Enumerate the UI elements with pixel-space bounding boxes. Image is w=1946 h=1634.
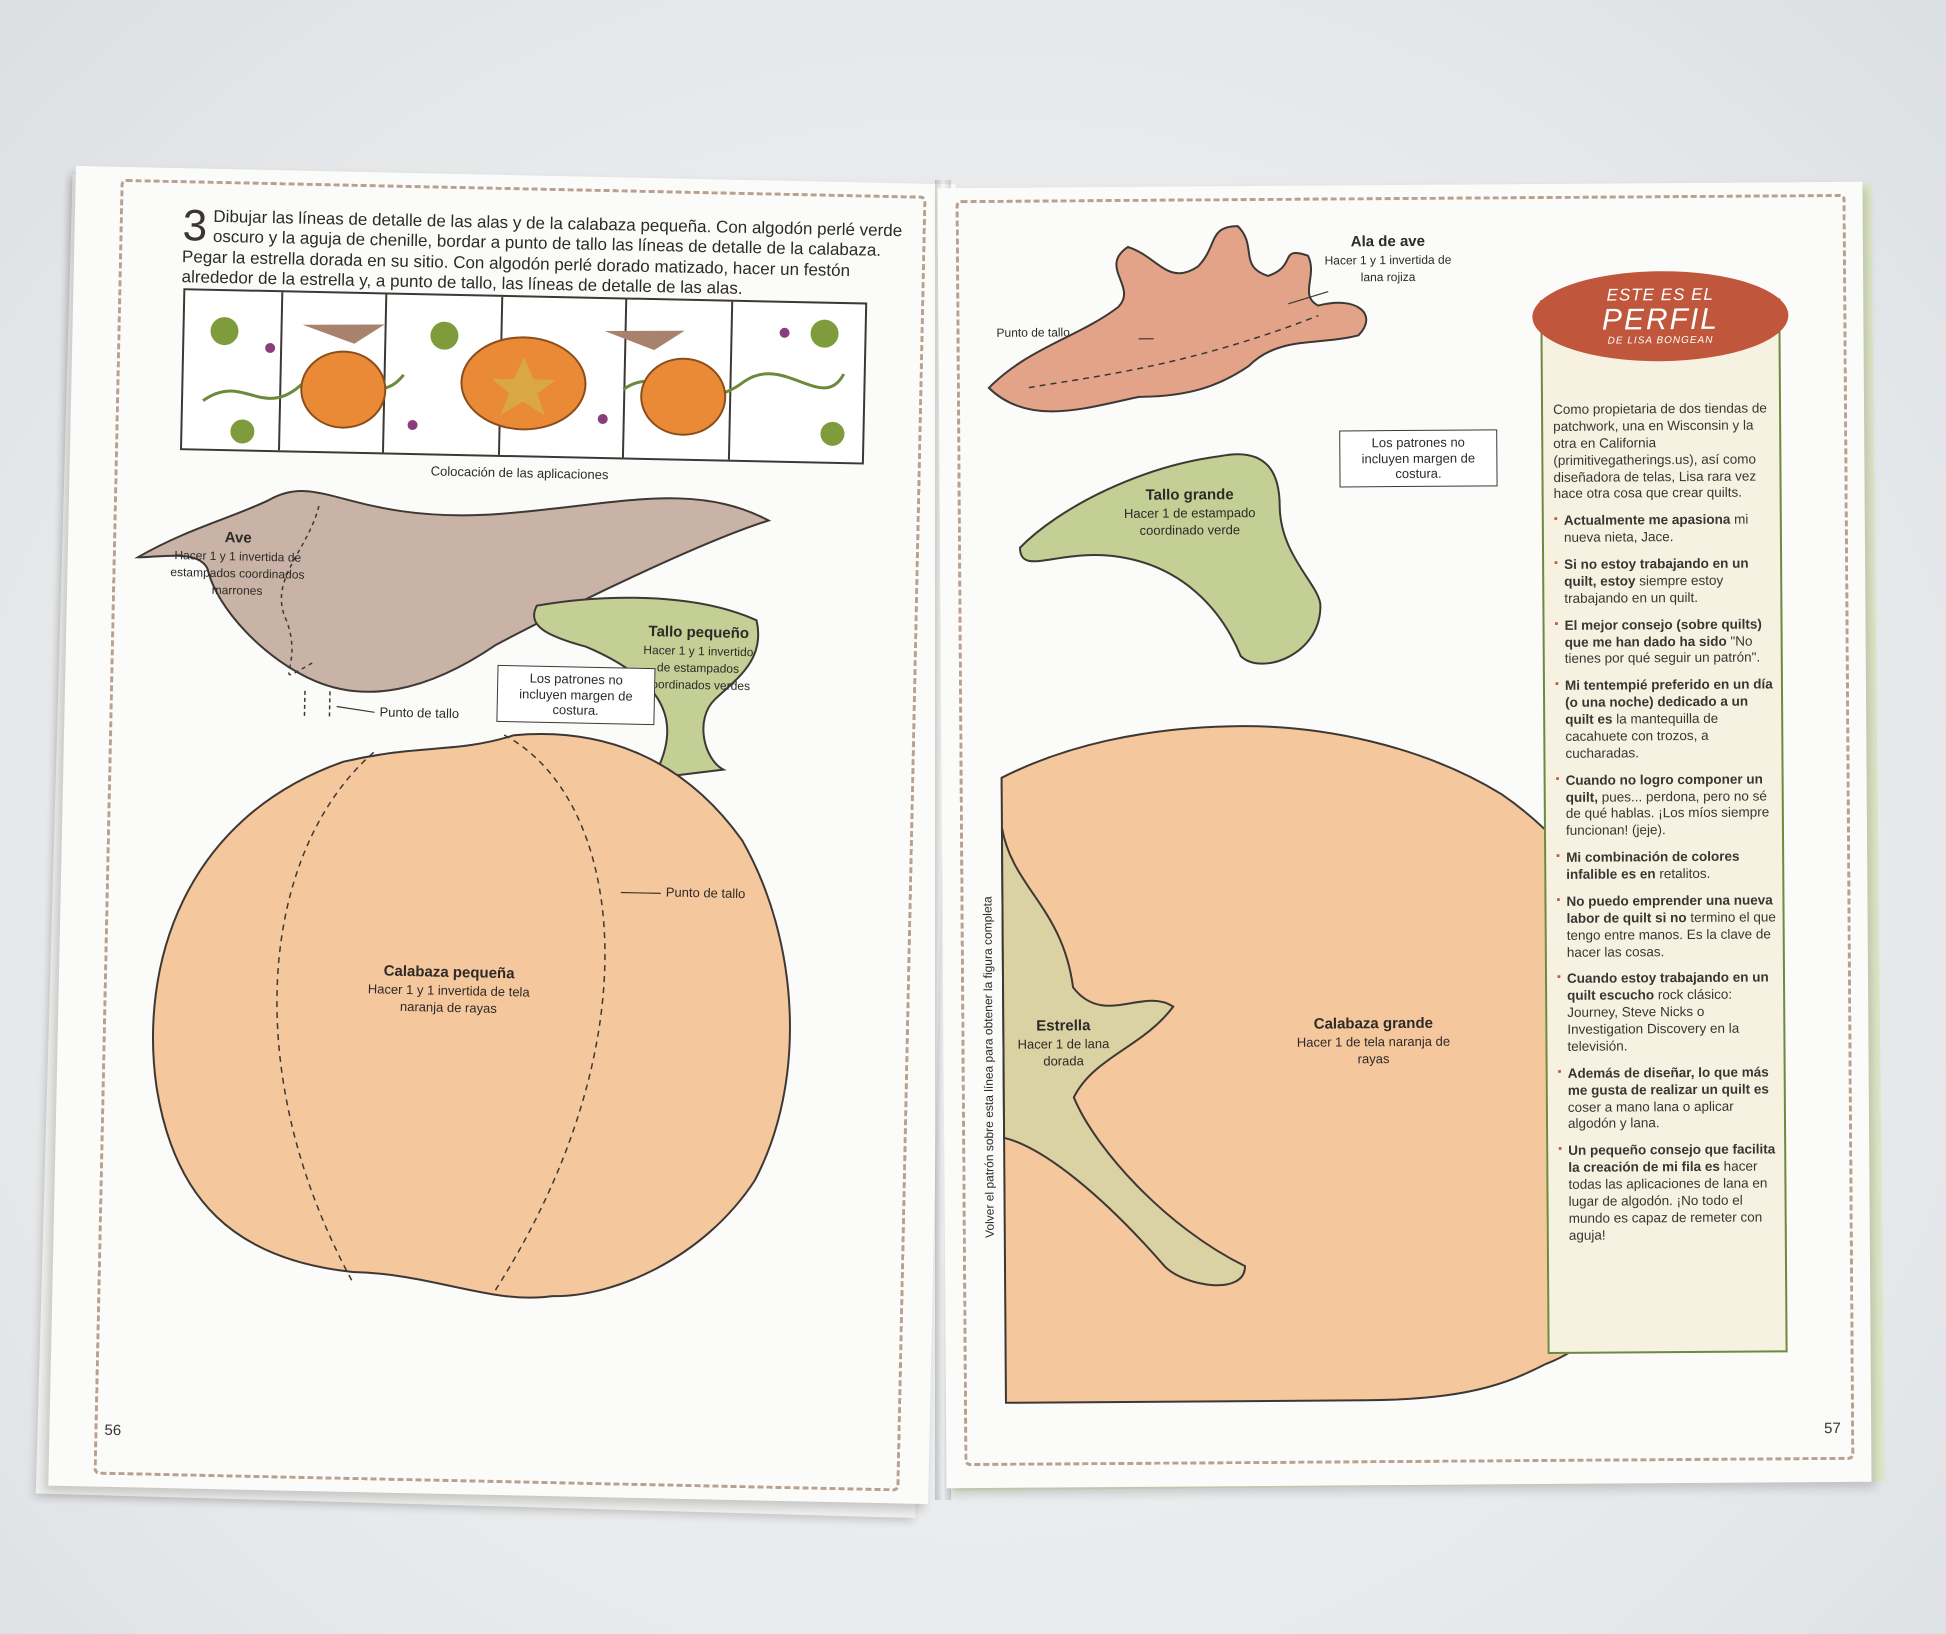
wing-label: Ala de ave Hacer 1 y 1 invertida de lana… bbox=[1318, 233, 1458, 286]
list-item: Mi combinación de colores infalible es e… bbox=[1556, 849, 1776, 884]
bird-pattern bbox=[134, 490, 772, 693]
small-stem-pattern bbox=[533, 596, 760, 780]
star-title: Estrella bbox=[1036, 1017, 1091, 1035]
list-item: Cuando estoy trabajando en un quilt escu… bbox=[1557, 970, 1778, 1056]
list-item: Mi tentempié preferido en un día (o una … bbox=[1555, 677, 1776, 763]
page-number-right: 57 bbox=[1824, 1419, 1841, 1438]
small-stem-title: Tallo pequeño bbox=[648, 623, 750, 643]
large-stem-pattern bbox=[1018, 453, 1322, 665]
left-pattern-shapes bbox=[134, 490, 791, 1299]
bird-label: Ave Hacer 1 y 1 invertida de estampados … bbox=[167, 528, 308, 599]
small-pumpkin-label: Calabaza pequeña Hacer 1 y 1 invertida d… bbox=[348, 962, 549, 1018]
list-item: Un pequeño consejo que facilita la creac… bbox=[1558, 1142, 1779, 1245]
star-pattern bbox=[1000, 827, 1247, 1287]
profile-sidebar: ESTE ES EL PERFIL DE LISA BONGEAN Como p… bbox=[1532, 270, 1789, 1355]
large-stem-title: Tallo grande bbox=[1145, 486, 1234, 504]
profile-header: ESTE ES EL PERFIL DE LISA BONGEAN bbox=[1532, 270, 1789, 363]
small-pumpkin-pattern bbox=[152, 733, 791, 1299]
seam-allowance-note: Los patrones no incluyen margen de costu… bbox=[1339, 429, 1498, 488]
profile-body: Como propietaria de dos tiendas de patch… bbox=[1553, 400, 1779, 1254]
large-stem-text: Hacer 1 de estampado coordinado verde bbox=[1123, 505, 1256, 538]
star-text: Hacer 1 de lana dorada bbox=[1017, 1036, 1110, 1069]
page-number-left: 56 bbox=[104, 1421, 122, 1440]
stem-stitch-label-wing: Punto de tallo bbox=[996, 325, 1070, 340]
profile-header-line3: DE LISA BONGEAN bbox=[1607, 334, 1714, 347]
profile-header-line2: PERFIL bbox=[1601, 302, 1720, 337]
right-pattern-shapes bbox=[987, 225, 1666, 1404]
small-stem-label: Tallo pequeño Hacer 1 y 1 invertido de e… bbox=[640, 623, 756, 694]
bird-text: Hacer 1 y 1 invertida de estampados coor… bbox=[170, 548, 305, 598]
small-stem-text: Hacer 1 y 1 invertido de estampados coor… bbox=[643, 642, 754, 693]
list-item: Si no estoy trabajando en un quilt, esto… bbox=[1554, 555, 1774, 607]
left-page: 3 Dibujar las líneas de detalle de las a… bbox=[48, 165, 956, 1505]
stem-stitch-label-bird: Punto de tallo bbox=[379, 704, 460, 722]
large-stem-label: Tallo grande Hacer 1 de estampado coordi… bbox=[1110, 486, 1270, 539]
list-item: El mejor consejo (sobre quilts) que me h… bbox=[1554, 616, 1774, 668]
applique-illustration bbox=[202, 317, 846, 446]
wing-pattern bbox=[987, 225, 1368, 413]
large-pumpkin-label: Calabaza grande Hacer 1 de tela naranja … bbox=[1283, 1015, 1463, 1068]
fold-line-text: Volver el patrón sobre esta línea para o… bbox=[980, 896, 997, 1238]
list-item: Actualmente me apasiona mi nueva nieta, … bbox=[1554, 512, 1774, 547]
large-pumpkin-text: Hacer 1 de tela naranja de rayas bbox=[1296, 1033, 1451, 1067]
list-item: Además de diseñar, lo que más me gusta d… bbox=[1558, 1064, 1778, 1133]
seam-allowance-note: Los patrones no incluyen margen de costu… bbox=[496, 664, 656, 725]
profile-header-line1: ESTE ES EL bbox=[1606, 284, 1714, 305]
bird-title: Ave bbox=[224, 529, 252, 547]
profile-intro: Como propietaria de dos tiendas de patch… bbox=[1552, 400, 1767, 502]
right-page: Ala de ave Hacer 1 y 1 invertida de lana… bbox=[937, 181, 1872, 1489]
star-label: Estrella Hacer 1 de lana dorada bbox=[1013, 1017, 1113, 1069]
profile-list: Actualmente me apasiona mi nueva nieta, … bbox=[1554, 512, 1779, 1245]
list-item: Cuando no logro componer un quilt, pues.… bbox=[1556, 771, 1776, 840]
wing-title: Ala de ave bbox=[1350, 232, 1426, 251]
placement-diagram bbox=[179, 288, 868, 465]
small-pumpkin-text: Hacer 1 y 1 invertida de tela naranja de… bbox=[367, 981, 530, 1016]
large-pumpkin-title: Calabaza grande bbox=[1313, 1014, 1433, 1033]
stem-stitch-label-pumpkin: Punto de tallo bbox=[665, 884, 746, 902]
list-item: No puedo emprender una nueva labor de qu… bbox=[1556, 892, 1776, 961]
small-pumpkin-title: Calabaza pequeña bbox=[383, 962, 515, 983]
wing-text: Hacer 1 y 1 invertida de lana rojiza bbox=[1324, 252, 1452, 285]
